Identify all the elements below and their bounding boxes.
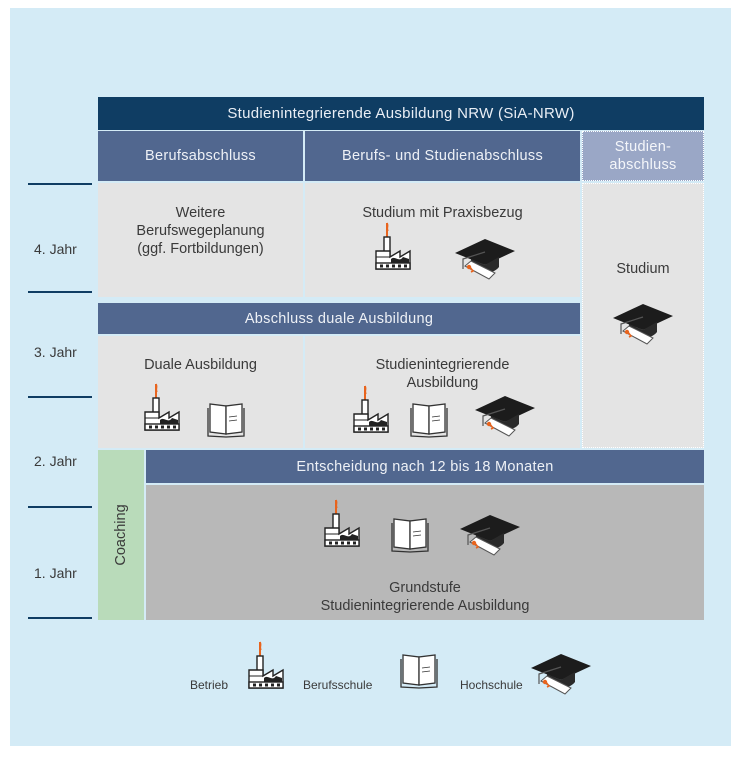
graduation-cap-icon	[612, 303, 674, 345]
book-icon	[207, 403, 245, 438]
coaching-label: Coaching	[113, 504, 129, 566]
bar-entscheidung: Entscheidung nach 12 bis 18 Monaten	[146, 450, 704, 483]
factory-icon	[375, 222, 411, 270]
coaching-column: Coaching	[98, 450, 144, 620]
factory-icon	[353, 385, 389, 433]
box-studienintegrierende-ausbildung: Studienintegrierende Ausbildung	[305, 336, 580, 448]
box-studium: Studium	[582, 183, 704, 448]
year-label-2: 2. Jahr	[34, 453, 77, 469]
factory-icon	[324, 499, 360, 547]
column-header-berufs-studienabschluss: Berufs- und Studienabschluss	[305, 131, 580, 181]
legend-betrieb-label: Betrieb	[190, 678, 229, 692]
year-divider	[28, 506, 92, 508]
year-divider	[28, 617, 92, 619]
year-label-4: 4. Jahr	[34, 241, 77, 257]
duale-ausbildung-text: Duale Ausbildung	[144, 357, 257, 373]
year-divider	[28, 396, 92, 398]
box-weitere-berufswegeplanung: Weitere Berufswegeplanung (ggf. Fortbild…	[98, 183, 303, 297]
graduation-cap-icon	[459, 514, 521, 556]
book-icon	[400, 654, 438, 689]
book-icon	[391, 518, 429, 553]
book-icon	[410, 403, 448, 438]
box-studium-mit-praxisbezug: Studium mit Praxisbezug	[305, 183, 580, 297]
year-label-3: 3. Jahr	[34, 344, 77, 360]
box-grundstufe: Grundstufe Studienintegrierende Ausbildu…	[146, 485, 704, 620]
graduation-cap-icon	[530, 653, 592, 695]
diagram-title: Studienintegrierende Ausbildung NRW (SiA…	[98, 97, 704, 130]
column-header-studienabschluss: Studien- abschluss	[582, 131, 704, 181]
sia-text: Studienintegrierende Ausbildung	[375, 357, 510, 391]
year-label-1: 1. Jahr	[34, 565, 77, 581]
graduation-cap-icon	[454, 238, 516, 280]
factory-icon	[248, 641, 284, 689]
legend-berufsschule-label: Berufsschule	[303, 678, 373, 692]
legend-hochschule-label: Hochschule	[460, 678, 523, 692]
bar-abschluss-duale-ausbildung: Abschluss duale Ausbildung	[98, 303, 580, 334]
studium-text: Studium	[616, 261, 670, 277]
year-divider	[28, 183, 92, 185]
year-divider	[28, 291, 92, 293]
grundstufe-text: Grundstufe Studienintegrierende Ausbildu…	[320, 580, 530, 614]
column-header-berufsabschluss: Berufsabschluss	[98, 131, 303, 181]
factory-icon	[144, 383, 180, 431]
weitere-text: Weitere Berufswegeplanung (ggf. Fortbild…	[136, 205, 265, 257]
studium-praxis-text: Studium mit Praxisbezug	[362, 205, 523, 221]
graduation-cap-icon	[474, 395, 536, 437]
box-duale-ausbildung: Duale Ausbildung	[98, 336, 303, 448]
